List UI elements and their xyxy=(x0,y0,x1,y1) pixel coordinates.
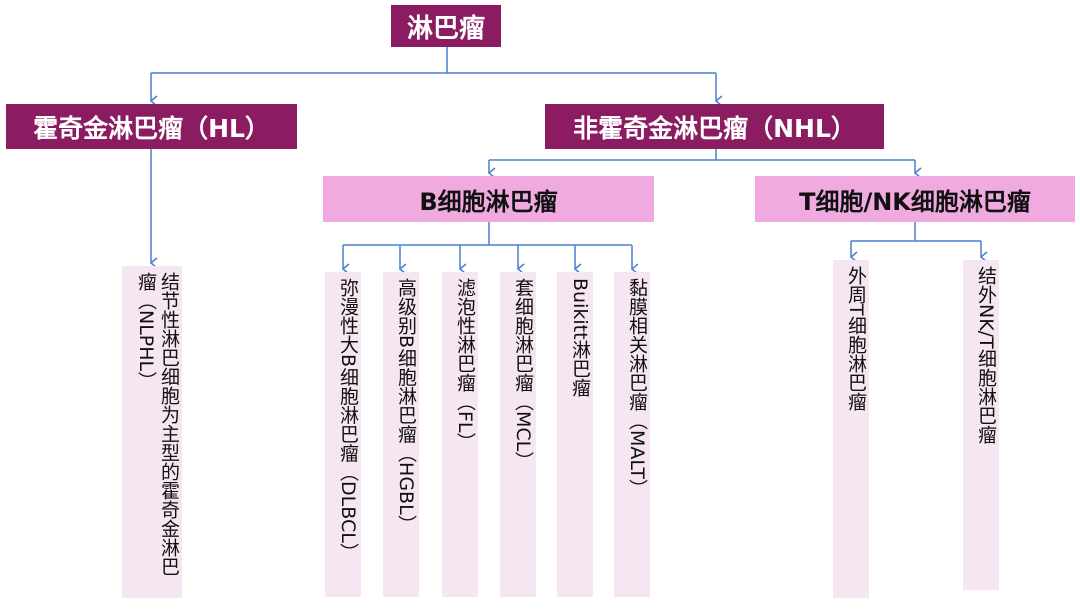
leaf-nlphl: 结节性淋巴细胞为主型的霍奇金淋巴瘤（NLPHL） xyxy=(122,266,182,598)
leaf-burkitt: Buikitt淋巴瘤 xyxy=(557,272,593,597)
root-node-lymphoma: 淋巴瘤 xyxy=(391,5,501,47)
leaf-fl: 滤泡性淋巴瘤（FL） xyxy=(442,272,478,597)
leaf-mcl: 套细胞淋巴瘤（MCL） xyxy=(500,272,536,597)
leaf-malt: 黏膜相关淋巴瘤（MALT） xyxy=(614,272,650,597)
node-hodgkin-lymphoma: 霍奇金淋巴瘤（HL） xyxy=(6,104,297,149)
leaf-ptcl: 外周T细胞淋巴瘤 xyxy=(833,260,869,598)
node-t-nk-cell-lymphoma: T细胞/NK细胞淋巴瘤 xyxy=(755,176,1075,222)
leaf-extranodal-nk-t: 结外NK/T细胞淋巴瘤 xyxy=(963,260,999,590)
leaf-dlbcl: 弥漫性大B细胞淋巴瘤（DLBCL） xyxy=(325,272,361,597)
node-b-cell-lymphoma: B细胞淋巴瘤 xyxy=(323,176,654,222)
node-non-hodgkin-lymphoma: 非霍奇金淋巴瘤（NHL） xyxy=(545,104,884,149)
leaf-hgbl: 高级别B细胞淋巴瘤（HGBL） xyxy=(383,272,419,597)
